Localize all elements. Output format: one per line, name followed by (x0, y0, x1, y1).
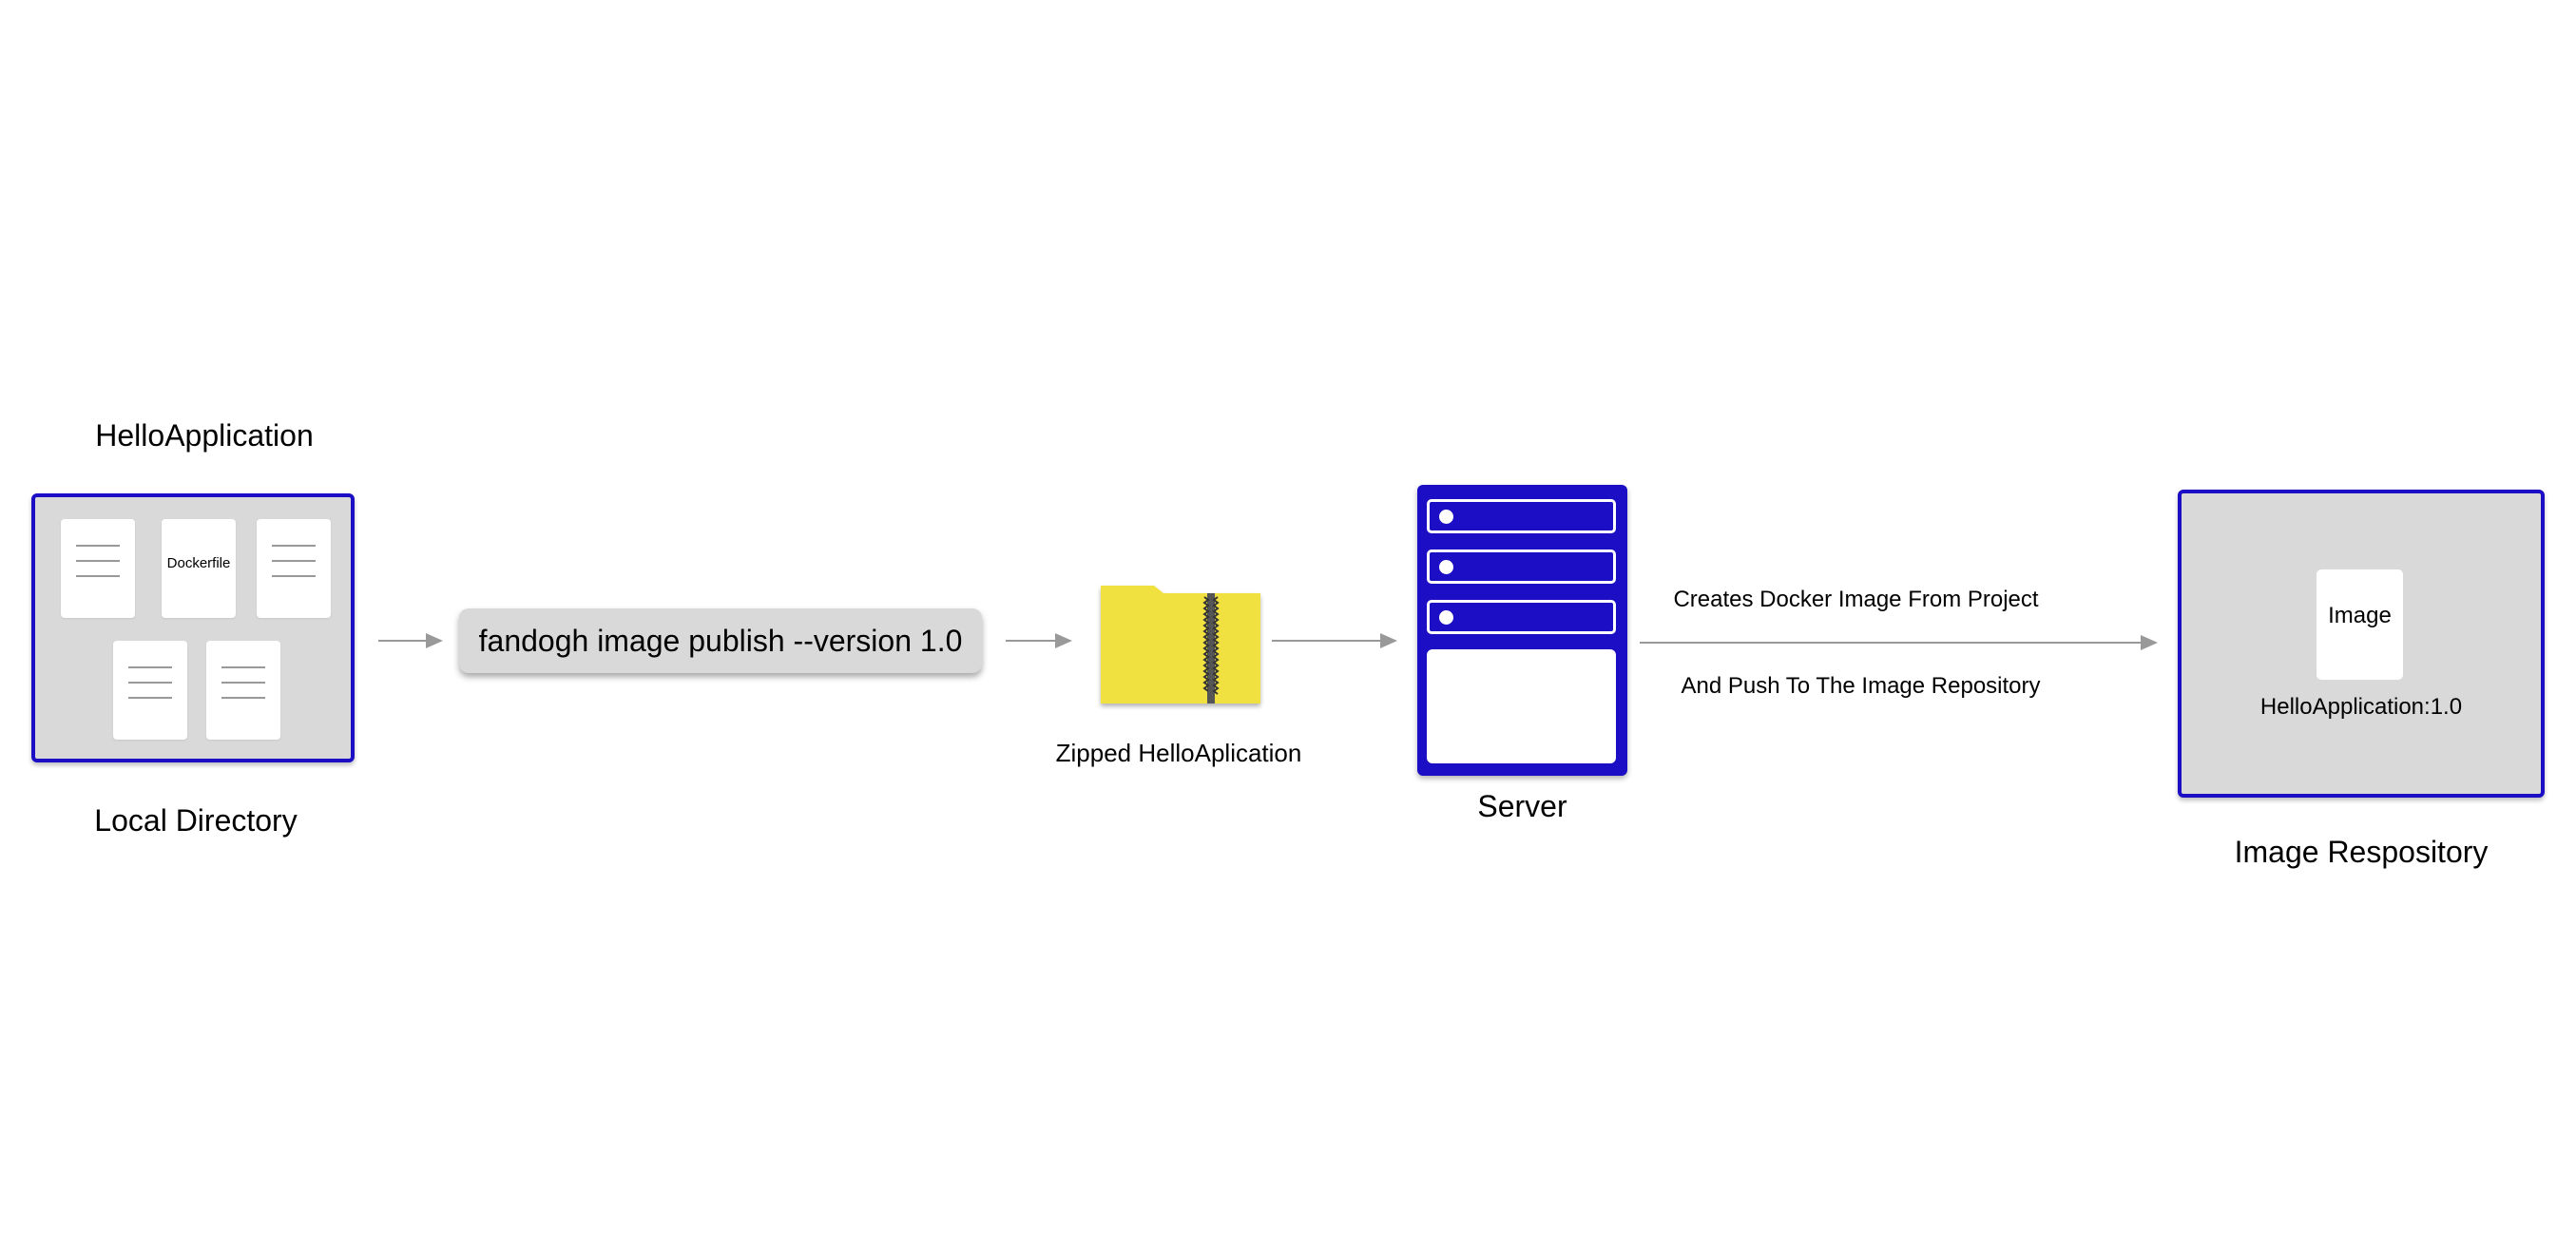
image-card: Image (2316, 569, 2403, 680)
zip-folder-icon (1101, 586, 1260, 704)
arrow-right-icon (1640, 635, 2158, 650)
zip-caption: Zipped HelloAplication (1055, 739, 1302, 767)
arrow-right-icon (1006, 633, 1072, 648)
arrow-note-line1: Creates Docker Image From Project (1673, 587, 2039, 612)
server-caption: Server (1477, 789, 1567, 823)
arrow-right-icon (1272, 633, 1397, 648)
arrow-right-icon (378, 633, 443, 648)
local-title: HelloApplication (95, 418, 314, 453)
local-directory-box: Dockerfile (31, 493, 355, 762)
arrow-note-line2: And Push To The Image Repository (1681, 673, 2041, 699)
server-panel (1427, 649, 1616, 763)
local-caption: Local Directory (94, 803, 298, 838)
server-unit (1427, 549, 1616, 584)
document-icon (113, 641, 187, 740)
server-unit (1427, 600, 1616, 634)
image-tag: HelloApplication:1.0 (2259, 694, 2463, 720)
dockerfile-document-icon: Dockerfile (162, 519, 236, 618)
server-unit (1427, 499, 1616, 533)
document-icon (61, 519, 135, 618)
document-icon (206, 641, 280, 740)
document-icon (257, 519, 331, 618)
image-card-label: Image (2328, 603, 2392, 628)
server-icon (1417, 485, 1627, 776)
dockerfile-label: Dockerfile (166, 555, 231, 571)
publish-command: fandogh image publish --version 1.0 (459, 608, 982, 673)
repository-caption: Image Respository (2234, 835, 2489, 869)
